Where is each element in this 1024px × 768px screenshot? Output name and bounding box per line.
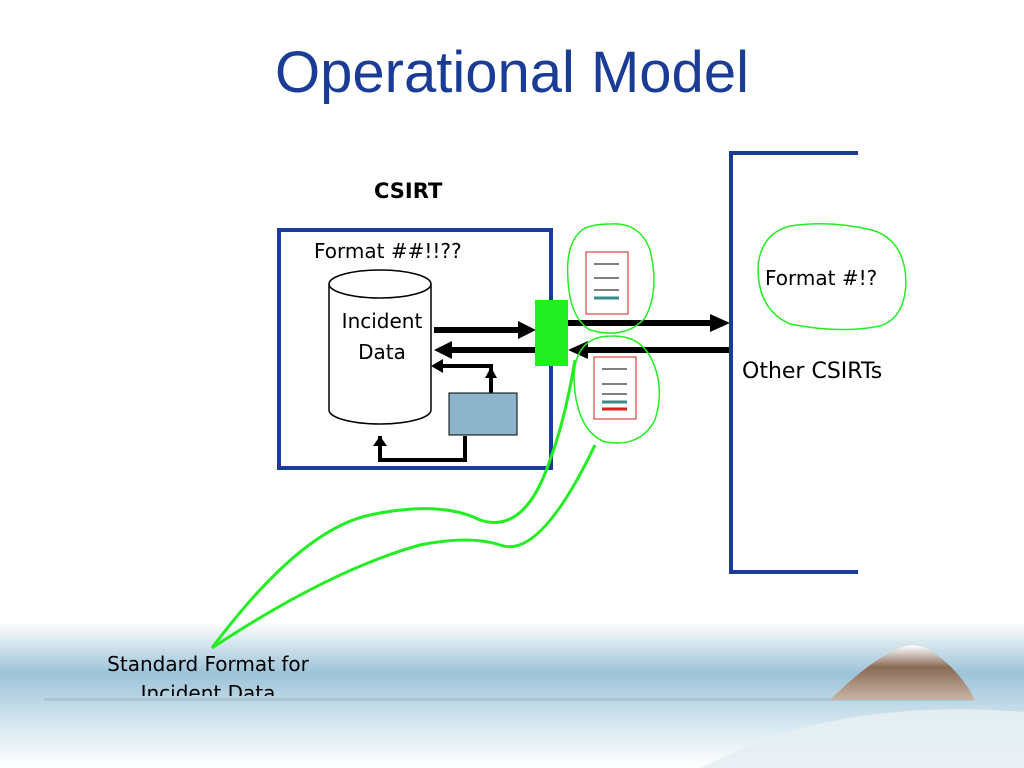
- database-label-line1: Incident: [341, 309, 423, 333]
- inbound-arrowhead-inner: [434, 341, 452, 359]
- outbound-arrowhead-outer: [710, 314, 730, 332]
- processor-box: [448, 392, 518, 436]
- db-arrowhead-left: [431, 359, 443, 373]
- processor-arrowhead-up: [485, 367, 497, 378]
- document-1: [585, 251, 629, 315]
- callout-curve-1: [210, 359, 577, 649]
- csirt-format-label: Format ##!!??: [314, 239, 462, 263]
- loop-arrowhead-db: [373, 436, 387, 446]
- csirt-label: CSIRT: [374, 179, 443, 203]
- outbound-arrowhead-inner: [518, 321, 536, 339]
- format-other-outline: [757, 223, 907, 331]
- database-body: [328, 284, 432, 425]
- document-outline-1: [566, 223, 655, 334]
- inbound-arrowhead-outer: [568, 341, 588, 359]
- slide-title: Operational Model: [275, 40, 749, 105]
- database-top: [328, 269, 432, 299]
- database-label: Incident Data: [322, 306, 442, 368]
- processor-to-db-path: [440, 364, 493, 393]
- other-csirts-label: Other CSIRTs: [742, 359, 883, 384]
- document-outline-2: [573, 335, 661, 444]
- gateway-block: [535, 300, 568, 366]
- loop-path: [378, 436, 467, 462]
- other-csirts-bracket: [729, 151, 858, 574]
- standard-format-callout: Standard Format for Incident Data: [107, 652, 309, 696]
- band-line: [44, 698, 972, 701]
- callout-curve-2: [211, 444, 597, 650]
- mountain-graphic: [830, 645, 975, 700]
- other-format-label: Format #!?: [765, 266, 878, 290]
- wave-graphic: [700, 709, 1024, 768]
- database-label-line2: Data: [358, 340, 406, 364]
